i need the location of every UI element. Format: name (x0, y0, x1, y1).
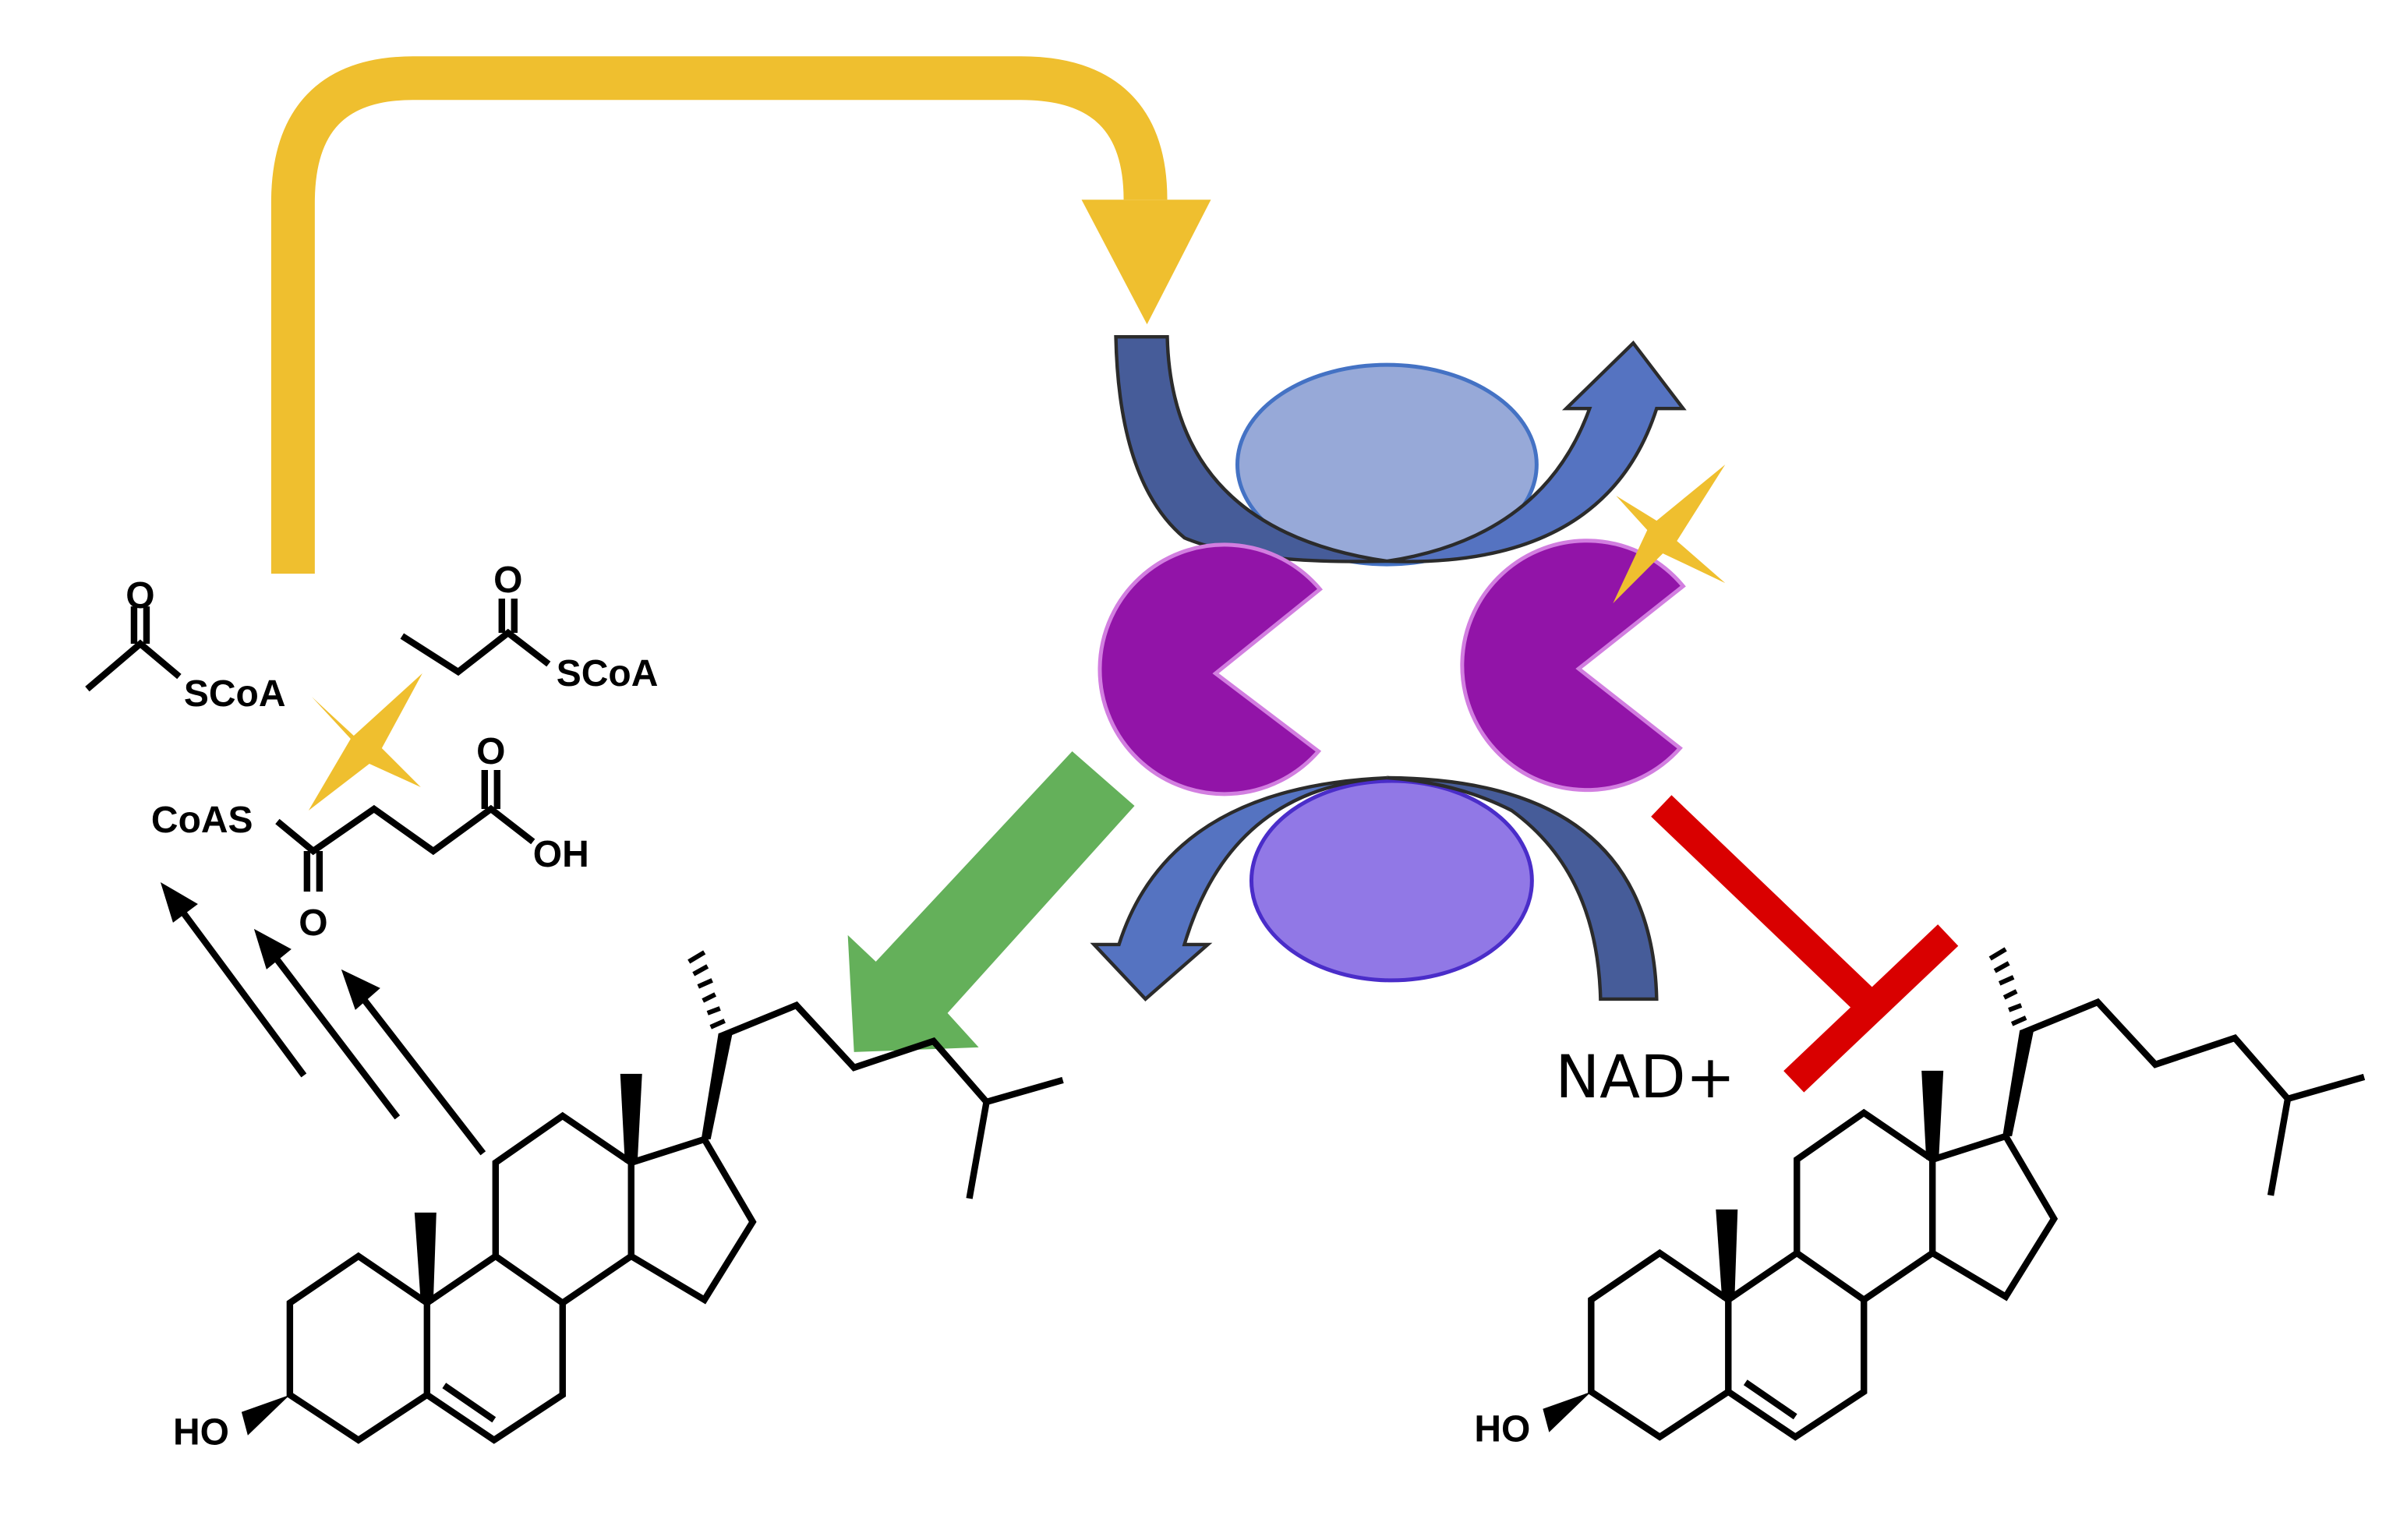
hydroxyl-label: HO (173, 1412, 229, 1453)
inhibition-line (1651, 795, 1889, 1024)
feedback-arrow (270, 56, 1211, 574)
acetyl-coa: O SCoA (85, 575, 286, 715)
bottom-curved-arrow-right-part (1387, 775, 1659, 1001)
star-icon-left (308, 673, 422, 811)
top-curved-arrow (1114, 334, 1687, 563)
acid-label: OH (533, 834, 589, 875)
cholesterol-left: HO (173, 952, 1063, 1453)
hydroxyl-label: HO (1474, 1409, 1530, 1450)
top-ellipse (1235, 362, 1539, 567)
degradation-arrow (160, 881, 307, 1078)
nad-label: NAD+ (1555, 1042, 1735, 1111)
bottom-curved-arrow-left-part (1090, 775, 1387, 1001)
oxygen-label-bottom: O (299, 902, 327, 944)
enzyme-right (1460, 539, 1686, 793)
bond (400, 628, 551, 676)
oxygen-label: O (125, 575, 154, 616)
bottom-curved-arrow (1090, 775, 1659, 1001)
star-icon-right (1613, 464, 1726, 604)
top-curved-arrow-right-part (1387, 340, 1687, 563)
succinyl-coa: CoAS O O OH (151, 731, 589, 944)
enzyme-left (1097, 542, 1324, 796)
bottom-ellipse (1249, 779, 1534, 983)
thioester-label: SCoA (557, 653, 659, 694)
degradation-arrow (253, 928, 401, 1120)
bond (275, 804, 535, 856)
coa-label: CoAS (151, 800, 253, 841)
bond-double (130, 606, 150, 645)
feedback-arrow-shaft (270, 56, 1168, 574)
bond-double (498, 599, 518, 634)
feedback-arrow-head (1081, 200, 1211, 325)
propionyl-coa: O SCoA (400, 560, 659, 694)
cholesterol-right: HO (1474, 949, 2364, 1450)
oxygen-label-top: O (476, 731, 505, 772)
oxygen-label: O (493, 560, 522, 601)
degradation-arrow (341, 969, 486, 1156)
bond-double (481, 770, 500, 809)
bond (85, 639, 182, 692)
thioester-label: SCoA (184, 673, 286, 715)
activation-arrow (847, 751, 1135, 1052)
inhibition-bar (1783, 924, 1959, 1093)
top-curved-arrow-left-part (1114, 334, 1387, 563)
degradation-arrows (160, 881, 486, 1156)
inhibition-marker (1651, 795, 1959, 1093)
bond-double (303, 850, 323, 892)
